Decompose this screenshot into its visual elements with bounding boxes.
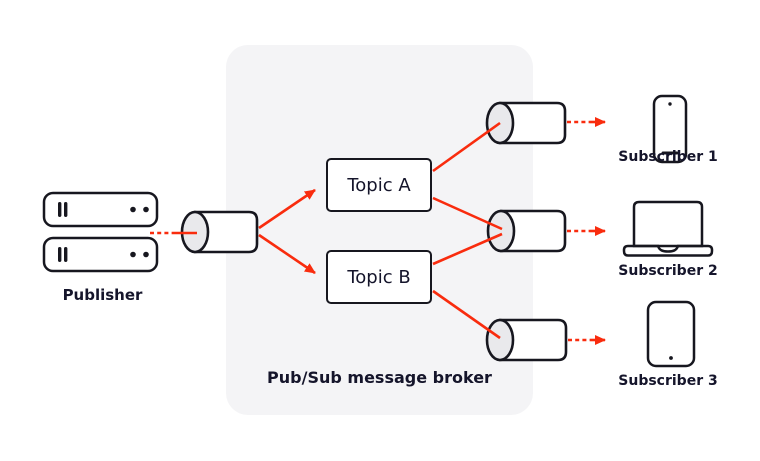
topic-a-label: Topic A bbox=[347, 174, 411, 196]
server-stack-icon bbox=[42, 189, 164, 279]
laptop-icon bbox=[622, 200, 714, 266]
smartphone-icon bbox=[651, 93, 689, 171]
broker-panel bbox=[226, 45, 533, 415]
topic-a-box: Topic A bbox=[326, 158, 432, 212]
topic-b-label: Topic B bbox=[347, 266, 411, 288]
topic-b-box: Topic B bbox=[326, 250, 432, 304]
subscriber-3-label: Subscriber 3 bbox=[618, 373, 718, 389]
broker-label: Pub/Sub message broker bbox=[267, 368, 492, 387]
tablet-icon bbox=[645, 299, 697, 373]
subscriber-2-label: Subscriber 2 bbox=[618, 263, 718, 279]
subscriber-1-label: Subscriber 1 bbox=[618, 149, 718, 165]
publisher-label: Publisher bbox=[62, 286, 143, 304]
